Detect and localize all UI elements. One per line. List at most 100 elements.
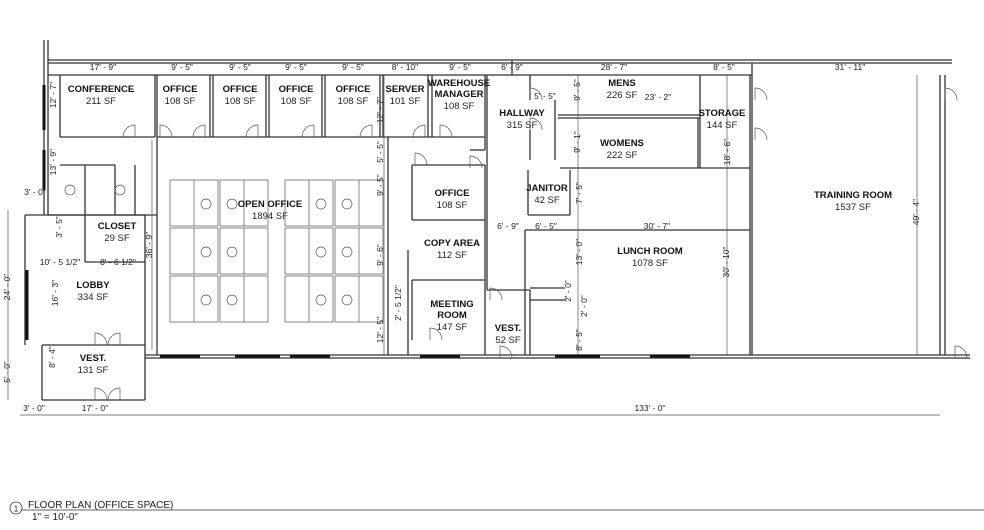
- chair-icon: [226, 294, 238, 306]
- dimension-label: 7' - 5": [574, 182, 584, 204]
- room-name: VEST.: [80, 353, 106, 364]
- dimension-label: 8' - 5": [574, 329, 584, 351]
- dimension-label: 5' - 5": [534, 91, 556, 101]
- chair-icon: [226, 246, 238, 258]
- room-area: 52 SF: [495, 335, 521, 346]
- room-area: 1078 SF: [632, 258, 668, 269]
- door-swing: [529, 87, 543, 101]
- dimension-label: 24' - 0": [2, 274, 12, 300]
- room-area: 112 SF: [437, 250, 467, 261]
- dimension-label: 5' - 0": [2, 361, 12, 383]
- door-swing: [469, 155, 483, 169]
- dimension-label: 9' - 5": [285, 62, 307, 72]
- room-name: OFFICE: [223, 84, 258, 95]
- drawing-number: 1: [14, 505, 19, 514]
- dimension-label: 30' - 7": [644, 221, 670, 231]
- room-area: 1537 SF: [835, 202, 871, 213]
- chair-icon: [341, 246, 353, 258]
- room-name: STORAGE: [699, 108, 746, 119]
- door-swing: [489, 287, 503, 301]
- dimension-label: 9' - 1": [572, 131, 582, 153]
- drawing-scale: 1" = 10'-0": [32, 512, 78, 523]
- door-swing: [107, 332, 121, 346]
- chair-icon: [200, 198, 212, 210]
- door-swing: [94, 332, 108, 346]
- dimension-label: 3' - 0": [23, 403, 45, 413]
- chair-icon: [341, 198, 353, 210]
- door-swing: [359, 124, 373, 138]
- dimension-label: 5' - 5": [375, 141, 385, 163]
- chair-icon: [315, 294, 327, 306]
- door-swing: [754, 87, 768, 101]
- dimension-label: 8' - 6 1/2": [100, 257, 136, 267]
- dimension-label: 8' - 10": [392, 62, 418, 72]
- dimension-label: 28' - 7": [601, 62, 627, 72]
- chair-icon: [200, 294, 212, 306]
- dimension-label: 13' - 0": [574, 239, 584, 265]
- room-name: LUNCH ROOM: [617, 246, 683, 257]
- dimension-label: 17' - 9": [90, 62, 116, 72]
- chair-icon: [200, 246, 212, 258]
- dimension-label: 36' - 9": [144, 232, 154, 258]
- room-area: 108 SF: [444, 101, 475, 112]
- door-swing: [94, 387, 108, 401]
- dimension-label: 12' - 7": [48, 82, 58, 108]
- door-swing: [301, 124, 315, 138]
- title-block: 1 FLOOR PLAN (OFFICE SPACE) 1" = 10'-0": [9, 500, 984, 523]
- dimension-label: 133' - 0": [634, 403, 665, 413]
- room-name: CLOSET: [98, 221, 137, 232]
- room-area: 315 SF: [507, 120, 538, 131]
- dimension-label: 23' - 2": [645, 92, 671, 102]
- door-swing: [754, 127, 768, 141]
- room-vest: VEST.131 SF: [78, 353, 109, 376]
- door-swing: [414, 152, 428, 166]
- room-area: 334 SF: [78, 292, 109, 303]
- dimension-label: 2' - 0": [579, 295, 589, 317]
- door-swing: [122, 124, 136, 138]
- dimension-label: 9' - 5": [572, 79, 582, 101]
- dimension-label: 9' - 5": [171, 62, 193, 72]
- dimension-label: 9' - 6": [375, 244, 385, 266]
- room-area: 211 SF: [86, 96, 116, 107]
- door-swing: [944, 87, 958, 101]
- dimension-label: 2' - 0": [563, 280, 573, 302]
- room-area: 108 SF: [225, 96, 256, 107]
- room-area: 42 SF: [534, 195, 560, 206]
- room-name: OFFICE: [336, 84, 371, 95]
- dimension-label: 9' - 5": [375, 174, 385, 196]
- door-swing: [439, 124, 453, 138]
- room-name: MENS: [608, 78, 635, 89]
- room-name: OFFICE: [163, 84, 198, 95]
- dimension-label: 3' - 5": [54, 216, 64, 238]
- dimension-label: 8' - 5": [713, 62, 735, 72]
- room-area: 108 SF: [338, 96, 369, 107]
- dimension-label: 8' - 4": [47, 346, 57, 368]
- dimension-label: 31' - 11": [835, 62, 865, 72]
- room-area: 101 SF: [390, 96, 421, 107]
- walls: [7, 40, 970, 416]
- room-area: 108 SF: [437, 200, 468, 211]
- room-name: LOBBY: [76, 280, 110, 291]
- dimension-label: 13' - 9": [48, 149, 58, 175]
- dimension-labels: 17' - 9" 9' - 5" 9' - 5" 9' - 5" 9' - 5" 8' -…: [2, 62, 921, 413]
